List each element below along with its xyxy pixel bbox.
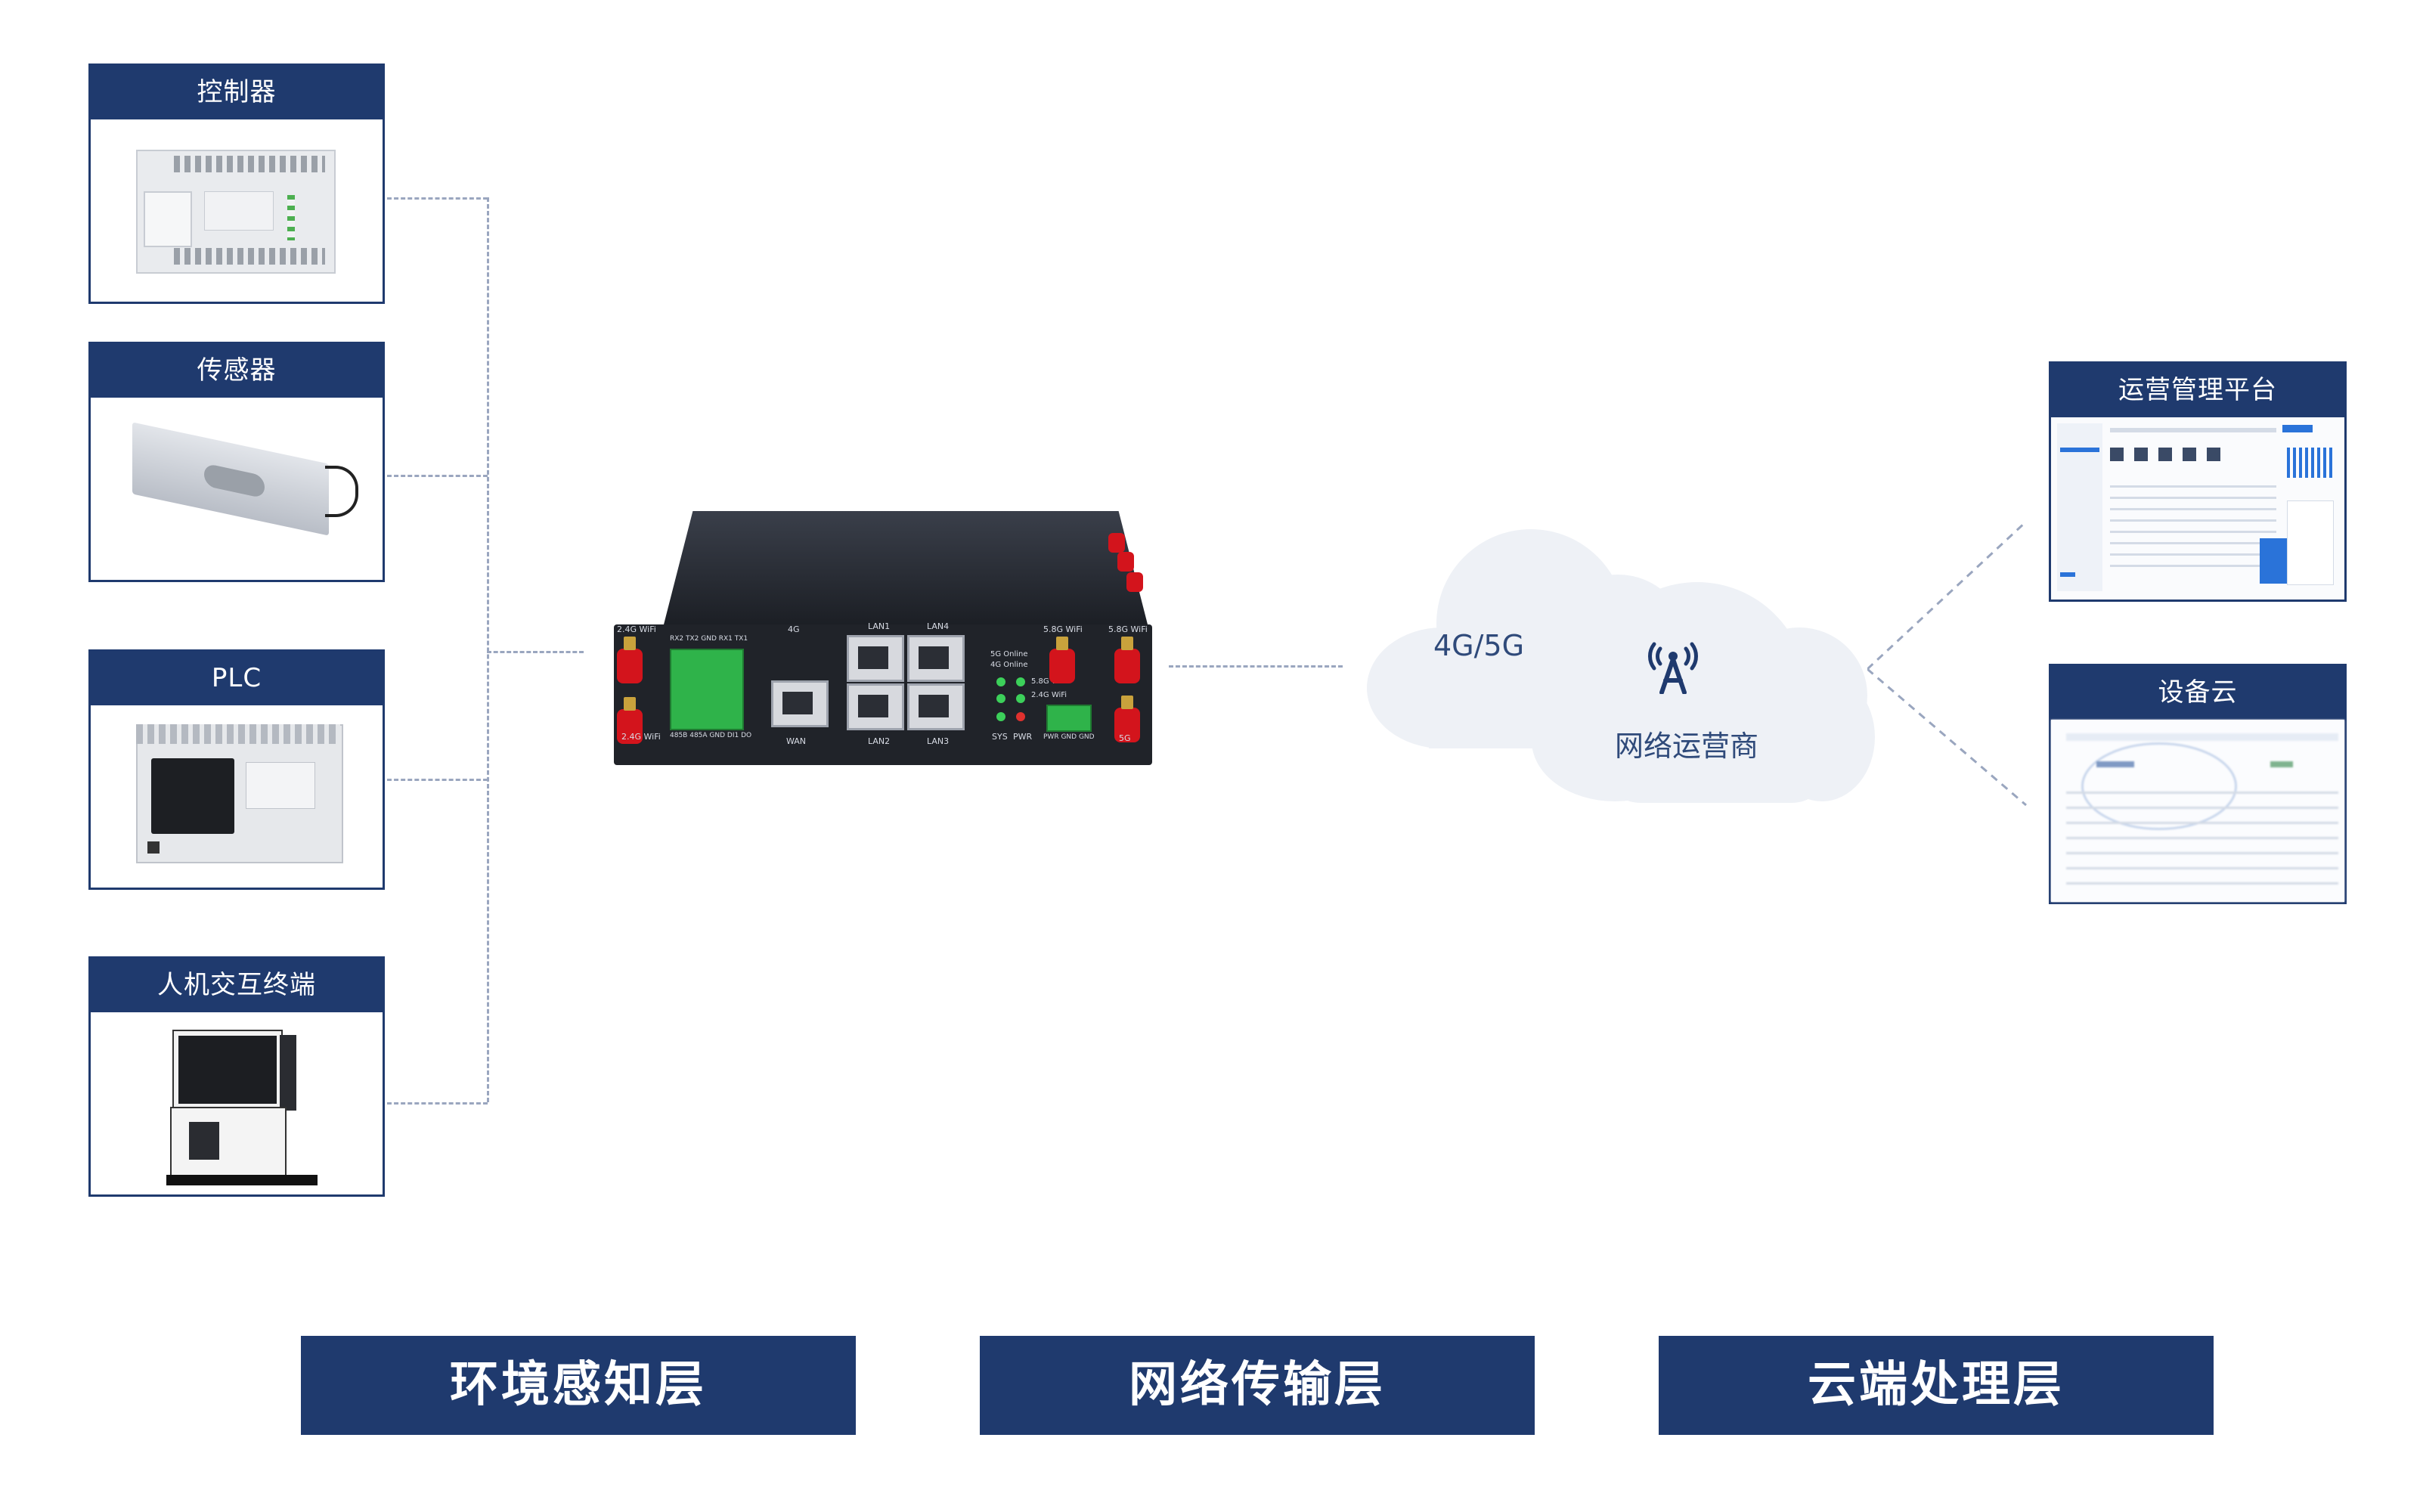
carrier-label: 网络运营商 [1615, 730, 1759, 763]
port-label: 485B 485A GND DI1 DO [670, 732, 752, 739]
device-card-hmi: 人机交互终端 [88, 956, 385, 1197]
device-card-sensor: 传感器 [88, 342, 385, 582]
port-label: LAN3 [927, 736, 950, 746]
device-card-title: 人机交互终端 [91, 959, 383, 1012]
port-label: WAN [786, 736, 807, 746]
led-label: 2.4G WiFi [1031, 691, 1067, 699]
layer-perception: 环境感知层 [301, 1336, 856, 1435]
antenna-connector [617, 697, 643, 744]
device-card-title: 传感器 [91, 344, 383, 398]
network-type-label: 4G/5G [1433, 629, 1525, 662]
port-label: LAN2 [868, 736, 891, 746]
led-label: 5.8G WiFi [1031, 677, 1067, 686]
port-label: 5.8G WiFi [1108, 624, 1148, 634]
device-card-plc: PLC [88, 649, 385, 890]
port-label: PWR GND GND [1043, 733, 1095, 741]
device-card-title: PLC [91, 652, 383, 705]
led-label: PWR [1013, 732, 1033, 742]
device-card-title: 控制器 [91, 66, 383, 119]
hmi-terminal-image [91, 1012, 383, 1194]
ops-platform-screenshot [2051, 417, 2344, 600]
port-label: 2.4G WiFi [621, 732, 661, 742]
antenna-connector [1049, 637, 1075, 683]
antenna-tower-icon [1647, 634, 1700, 695]
device-card-controller: 控制器 [88, 64, 385, 304]
sensor-image [91, 398, 383, 580]
controller-image [91, 119, 383, 302]
led-label: SYS [992, 732, 1008, 742]
port-label: LAN1 [868, 621, 891, 631]
connector-line [387, 197, 488, 200]
port-label: RX2 TX2 GND RX1 TX1 [670, 635, 748, 643]
platform-card-title: 设备云 [2051, 666, 2344, 720]
connector-to-platforms [1867, 522, 2028, 807]
platform-card-ops: 运营管理平台 [2049, 361, 2347, 602]
connector-line [387, 1102, 488, 1105]
port-label: 2.4G WiFi [617, 624, 656, 634]
connector-to-router [487, 651, 584, 653]
connector-trunk [487, 197, 489, 1102]
port-label: LAN4 [927, 621, 950, 631]
port-label: 5.8G WiFi [1043, 624, 1083, 634]
connector-to-cloud [1169, 665, 1343, 668]
port-label: 4G [788, 624, 800, 634]
layer-network: 网络传输层 [980, 1336, 1535, 1435]
connector-line [387, 475, 488, 477]
port-label: 5G [1119, 733, 1131, 743]
layer-cloud: 云端处理层 [1659, 1336, 2214, 1435]
antenna-connector [1114, 637, 1140, 683]
platform-card-device-cloud: 设备云 [2049, 664, 2347, 904]
device-cloud-screenshot [2051, 720, 2344, 902]
connector-line [387, 779, 488, 781]
platform-card-title: 运营管理平台 [2051, 364, 2344, 417]
antenna-connector [1114, 696, 1140, 742]
plc-image [91, 705, 383, 888]
antenna-connector [617, 637, 643, 683]
led-label: 4G Online [990, 661, 1028, 669]
led-label: 5G Online [990, 650, 1028, 658]
